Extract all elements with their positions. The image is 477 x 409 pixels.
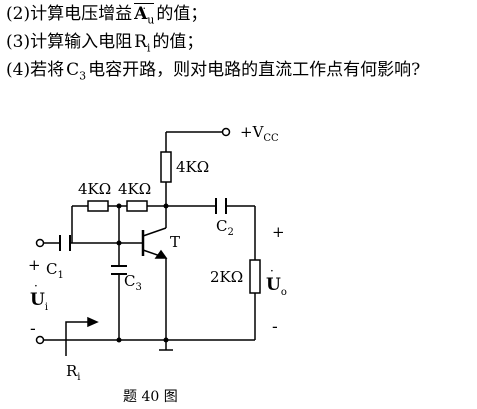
question-3-text: (3)计算输入电阻	[6, 32, 133, 52]
c2-label: C2	[216, 217, 234, 238]
junction-dot-icon	[163, 337, 169, 343]
output-minus-sign: -	[272, 317, 278, 337]
transistor-collector-lead	[142, 227, 167, 237]
output-voltage-label: Uo	[266, 275, 287, 298]
resistor-rl	[249, 259, 261, 294]
input-voltage-label: Ui	[30, 290, 48, 313]
ri-arrow-icon	[87, 316, 99, 328]
junction-dot-icon	[116, 240, 122, 246]
input-plus-sign: +	[28, 256, 41, 274]
vcc-label: +VCC	[240, 123, 279, 144]
rb1-label: 4KΩ	[78, 180, 111, 198]
ri-indicator	[65, 316, 99, 356]
junction-dot-icon	[116, 203, 122, 209]
overbar-icon	[134, 3, 155, 4]
circuit-diagram: +VCC 4KΩ 4KΩ 4KΩ C2 T C1 C3 2KΩ + - + - …	[28, 123, 287, 405]
input-terminal-bottom	[35, 335, 45, 345]
question-2-text: (2)计算电压增益	[6, 4, 133, 24]
resistor-rb2	[126, 200, 148, 212]
input-resistance-symbol: Ri	[134, 32, 151, 55]
c3-label: C3	[124, 272, 142, 293]
output-plus-sign: +	[272, 223, 285, 241]
phasor-dot-icon: ·	[34, 279, 38, 293]
question-3-suffix: 的值；	[152, 32, 204, 52]
transistor-t	[141, 227, 168, 259]
emitter-arrow-icon	[154, 249, 168, 259]
terminals	[35, 127, 231, 345]
resistor-rb1	[87, 200, 109, 212]
question-4-suffix: 电容开路，则对电路的直流工作点有何影响?	[88, 60, 421, 80]
phasor-dot-icon: ·	[142, 2, 146, 15]
circuit-wires	[44, 131, 256, 351]
ri-arrow-line	[65, 321, 92, 356]
capacitors	[59, 198, 227, 275]
capacitor-c3-symbol: C3	[66, 60, 87, 83]
phasor-dot-icon: ·	[270, 264, 274, 278]
junction-dot-icon	[116, 337, 122, 343]
input-terminal-top	[35, 238, 45, 248]
rb2-label: 4KΩ	[118, 180, 151, 198]
circuit-components	[87, 151, 261, 294]
rl-label: 2KΩ	[210, 268, 243, 286]
ri-label: Ri	[66, 362, 81, 383]
junction-dots	[116, 203, 169, 343]
transistor-label: T	[170, 233, 180, 251]
vcc-terminal	[221, 127, 231, 137]
rc-label: 4KΩ	[176, 158, 209, 176]
figure-caption: 题 40 图	[123, 389, 178, 405]
c1-label: C1	[46, 260, 64, 281]
input-minus-sign: -	[30, 319, 36, 339]
question-4-text: (4)若将	[6, 60, 65, 80]
question-2-suffix: 的值；	[156, 4, 208, 24]
resistor-rc	[160, 151, 172, 183]
junction-dot-icon	[163, 203, 169, 209]
voltage-gain-symbol: ·Au	[134, 2, 155, 27]
